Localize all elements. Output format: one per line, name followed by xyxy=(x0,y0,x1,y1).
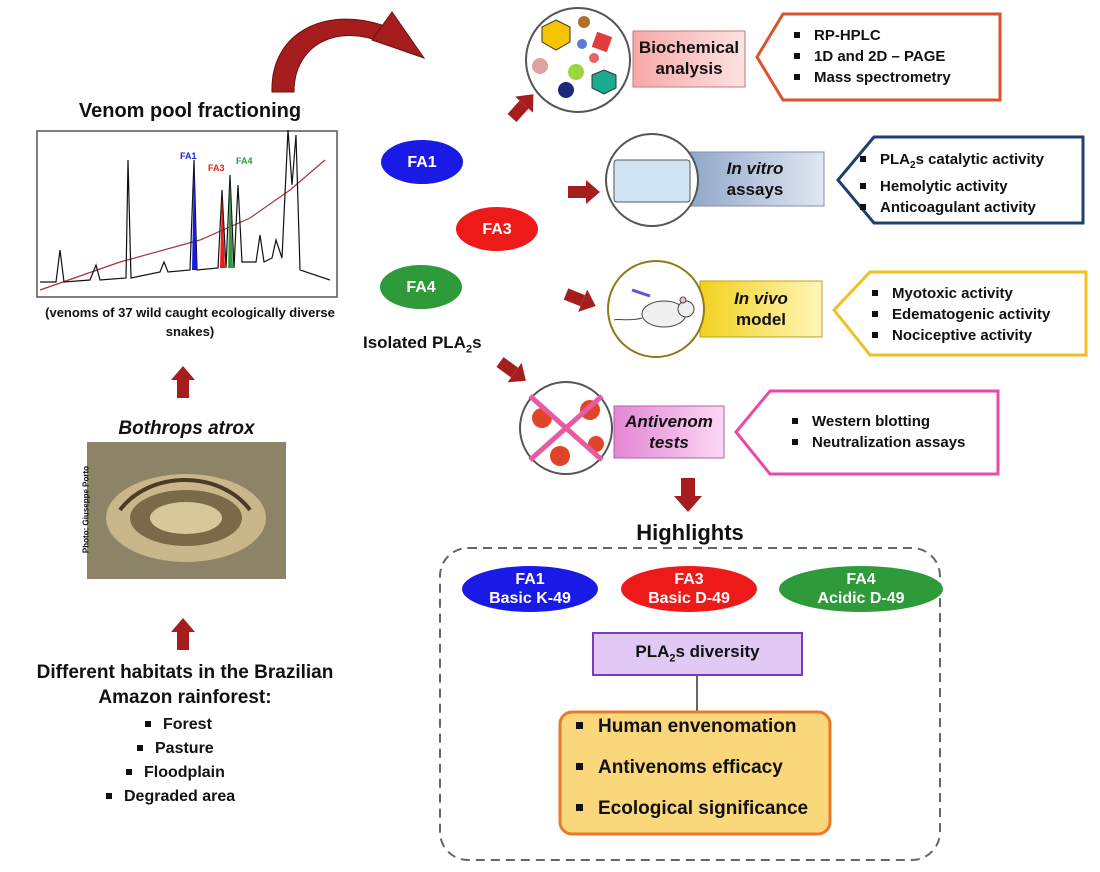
arrow-to-in-vivo xyxy=(563,288,596,312)
highlight-item: Human envenomation xyxy=(572,706,808,747)
peak-fa1 xyxy=(192,165,197,270)
fractioning-title: Venom pool fractioning xyxy=(78,100,302,122)
biochemical-list-frame xyxy=(755,12,1002,102)
photo-credit: Photo: Giuseppe Porto xyxy=(81,465,91,554)
isolated-pla2s-suffix: s xyxy=(472,333,482,352)
mouse-icon xyxy=(607,260,705,358)
chromatogram-label-fa4: FA4 xyxy=(236,156,253,166)
chromatogram-label-fa3: FA3 xyxy=(208,163,225,173)
list-item: Mass spectrometry xyxy=(792,67,951,88)
snake-photo xyxy=(87,442,286,579)
list-item-prefix: PLA xyxy=(880,151,910,168)
isolated-pla2s-prefix: Isolated PLA xyxy=(363,333,466,352)
arrow-to-antivenom xyxy=(496,357,526,383)
fraction-fa1: FA1 xyxy=(381,140,463,184)
curved-arrow xyxy=(271,11,426,93)
diversity-sub: 2 xyxy=(669,652,676,665)
highlight-fa3-desc: Basic D-49 xyxy=(648,590,730,607)
venom-caption: (venoms of 37 wild caught ecologically d… xyxy=(45,305,335,339)
highlight-fa1-desc: Basic K-49 xyxy=(489,590,571,607)
habitats-title: Different habitats in the Brazilian Amaz… xyxy=(36,662,334,708)
highlight-fa4: FA4 Acidic D-49 xyxy=(779,566,943,612)
arrow-to-in-vitro xyxy=(568,180,600,204)
habitat-item: Floodplain xyxy=(124,761,370,785)
highlights-list: Human envenomation Antivenoms efficacy E… xyxy=(572,706,808,829)
peak-fa3 xyxy=(220,195,225,268)
chromatogram-trace xyxy=(40,129,331,283)
antivenom-list: Western blotting Neutralization assays xyxy=(790,411,965,453)
highlight-item: Ecological significance xyxy=(572,788,808,829)
list-item: RP-HPLC xyxy=(792,25,951,46)
fraction-fa4-label: FA4 xyxy=(406,278,436,296)
antivenom-label-line2: tests xyxy=(649,433,689,452)
list-item: Western blotting xyxy=(790,411,965,432)
list-item: Neutralization assays xyxy=(790,432,965,453)
in-vitro-label: In vitro assays xyxy=(686,158,824,200)
diversity-suffix: s diversity xyxy=(675,642,760,661)
arrow-to-biochemical xyxy=(507,94,534,123)
diversity-prefix: PLA xyxy=(635,642,670,661)
highlight-fa3: FA3 Basic D-49 xyxy=(621,566,757,612)
list-item: 1D and 2D – PAGE xyxy=(792,46,951,67)
biochemical-box-bg xyxy=(632,30,746,88)
diversity-box-bg xyxy=(592,632,803,676)
isolated-pla2s-sub: 2 xyxy=(465,343,473,356)
isolated-pla2s-label: Isolated PLA2s xyxy=(363,333,482,355)
fraction-fa1-label: FA1 xyxy=(407,153,437,171)
peak-fa4 xyxy=(228,180,233,268)
fraction-fa3-label: FA3 xyxy=(482,220,512,238)
in-vivo-label-em: In vivo xyxy=(734,289,788,308)
list-item: Anticoagulant activity xyxy=(858,197,1044,218)
arrow-up-to-chromatogram xyxy=(171,366,195,398)
list-item: Nociceptive activity xyxy=(870,325,1050,346)
chromatogram-label-fa1: FA1 xyxy=(180,151,197,161)
fraction-fa3: FA3 xyxy=(456,207,538,251)
list-item: Hemolytic activity xyxy=(858,176,1044,197)
in-vitro-list: PLA2s catalytic activity Hemolytic activ… xyxy=(858,149,1044,218)
in-vivo-list-frame xyxy=(832,270,1088,357)
in-vivo-box-bg xyxy=(699,280,823,338)
highlights-list-bg xyxy=(558,710,832,836)
highlights-title: Highlights xyxy=(636,520,744,545)
in-vitro-label-rest: assays xyxy=(726,180,784,199)
highlight-fa1: FA1 Basic K-49 xyxy=(462,566,598,612)
list-item: Myotoxic activity xyxy=(870,283,1050,304)
highlight-fa4-desc: Acidic D-49 xyxy=(817,590,905,607)
list-item: Edematogenic activity xyxy=(870,304,1050,325)
in-vivo-label-rest: model xyxy=(735,310,787,329)
in-vitro-box-bg xyxy=(685,151,825,207)
arrow-to-highlights xyxy=(674,478,702,512)
list-item: PLA2s catalytic activity xyxy=(858,149,1044,176)
well-plate-icon xyxy=(605,133,699,227)
antivenom-cells-icon xyxy=(519,381,613,475)
highlight-fa1-name: FA1 xyxy=(515,571,545,588)
antivenom-box-bg xyxy=(613,405,725,459)
chromatogram-gradient-line xyxy=(39,159,326,291)
antivenom-list-frame xyxy=(734,389,1000,476)
biochemical-label: Biochemical analysis xyxy=(638,38,740,78)
habitat-item: Pasture xyxy=(135,737,370,761)
antivenom-label: Antivenom tests xyxy=(614,411,724,453)
species-name: Bothrops atrox xyxy=(118,418,255,439)
habitat-item: Forest xyxy=(143,713,370,737)
in-vivo-list: Myotoxic activity Edematogenic activity … xyxy=(870,283,1050,346)
highlight-fa3-name: FA3 xyxy=(674,571,704,588)
list-item-suffix: s catalytic activity xyxy=(915,151,1044,168)
highlight-item: Antivenoms efficacy xyxy=(572,747,808,788)
in-vivo-label: In vivo model xyxy=(700,288,822,330)
list-item-sub: 2 xyxy=(910,160,916,171)
in-vitro-label-em: In vitro xyxy=(726,159,784,178)
highlights-container xyxy=(439,547,941,861)
biochemical-list: RP-HPLC 1D and 2D – PAGE Mass spectromet… xyxy=(792,25,951,88)
habitats-list: Forest Pasture Floodplain Degraded area xyxy=(0,713,370,809)
in-vitro-list-frame xyxy=(836,135,1085,225)
highlight-fa4-name: FA4 xyxy=(846,571,876,588)
antivenom-label-line1: Antivenom xyxy=(625,412,713,431)
arrow-up-to-photo xyxy=(171,618,195,650)
diversity-label: PLA2s diversity xyxy=(593,642,802,664)
biochemical-molecules-icon xyxy=(525,7,631,113)
habitat-item: Degraded area xyxy=(104,785,370,809)
fraction-fa4: FA4 xyxy=(380,265,462,309)
